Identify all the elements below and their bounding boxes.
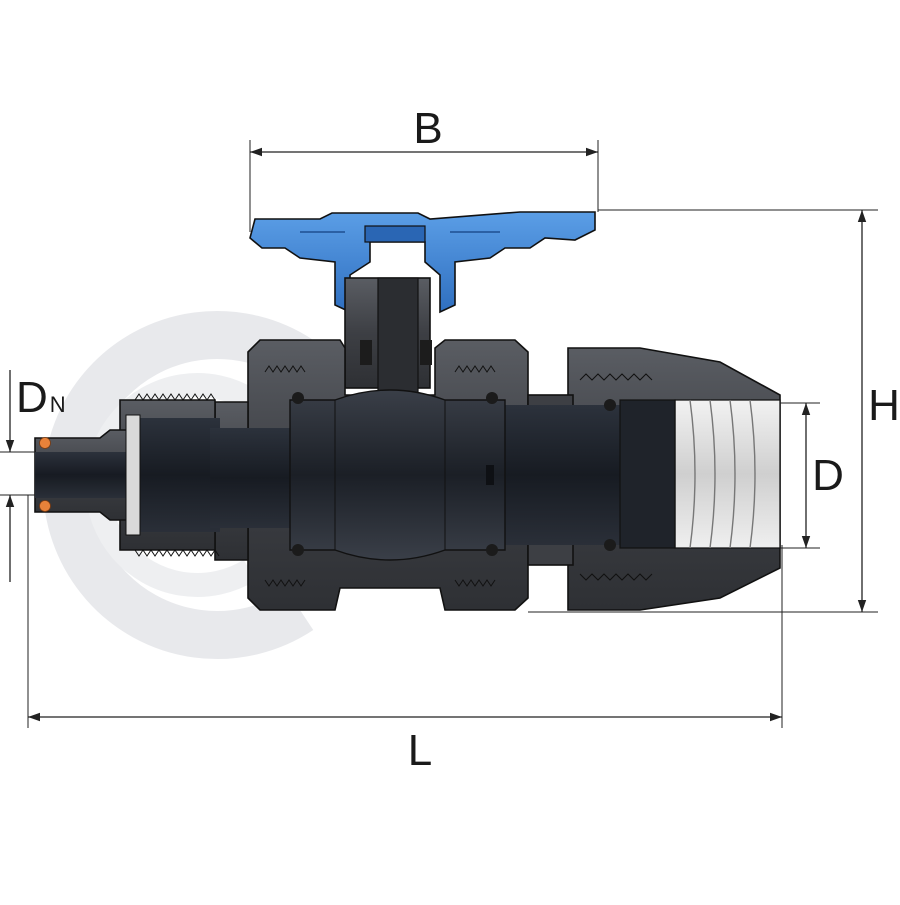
- valve-stem: [344, 277, 432, 404]
- dimensions: [0, 140, 878, 728]
- label-nominal-main: D: [16, 373, 48, 422]
- label-nominal-sub: N: [50, 392, 66, 417]
- seals: [125, 392, 616, 556]
- nipple-orings: [39, 437, 51, 512]
- ball: [289, 389, 506, 561]
- threads: [134, 365, 653, 587]
- label-diameter-d: D: [812, 451, 844, 500]
- compression-insert: [619, 399, 781, 549]
- label-nominal-dn: DN: [16, 373, 66, 422]
- valve-bore: [35, 389, 620, 561]
- label-width-b: B: [413, 104, 442, 153]
- valve-handle: [249, 211, 596, 314]
- label-length-l: L: [408, 726, 432, 775]
- label-height-h: H: [868, 381, 900, 430]
